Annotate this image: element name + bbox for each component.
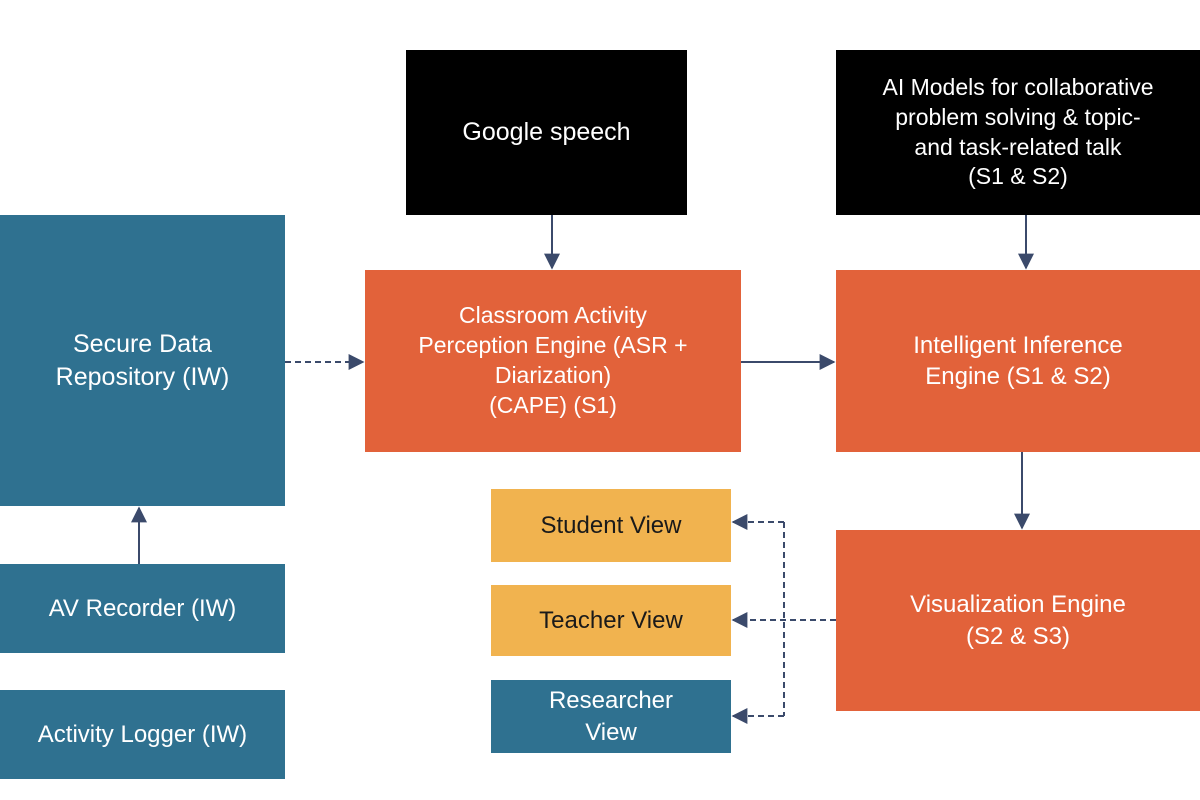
cape-engine-node: Classroom Activity Perception Engine (AS… — [365, 270, 741, 452]
intelligent-inference-engine-label: Intelligent Inference Engine (S1 & S2) — [913, 331, 1123, 390]
cape-engine-label: Classroom Activity Perception Engine (AS… — [418, 302, 688, 418]
google-speech-label: Google speech — [462, 118, 631, 147]
secure-data-repository-label: Secure Data Repository (IW) — [55, 330, 230, 391]
teacher-view-node: Teacher View — [491, 585, 731, 656]
ai-models-label: AI Models for collaborative problem solv… — [882, 73, 1154, 190]
researcher-view-label: Researcher View — [548, 687, 674, 746]
ai-models-node: AI Models for collaborative problem solv… — [836, 50, 1200, 215]
intelligent-inference-engine-node: Intelligent Inference Engine (S1 & S2) — [836, 270, 1200, 452]
student-view-node: Student View — [491, 489, 731, 562]
activity-logger-label: Activity Logger (IW) — [37, 720, 248, 748]
visualization-engine-node: Visualization Engine (S2 & S3) — [836, 530, 1200, 711]
teacher-view-label: Teacher View — [539, 606, 683, 634]
av-recorder-label: AV Recorder (IW) — [48, 594, 237, 622]
av-recorder-node: AV Recorder (IW) — [0, 564, 285, 653]
visualization-engine-label: Visualization Engine (S2 & S3) — [910, 591, 1126, 650]
google-speech-node: Google speech — [406, 50, 687, 215]
researcher-view-node: Researcher View — [491, 680, 731, 753]
student-view-label: Student View — [540, 511, 682, 539]
secure-data-repository-node: Secure Data Repository (IW) — [0, 215, 285, 506]
activity-logger-node: Activity Logger (IW) — [0, 690, 285, 779]
